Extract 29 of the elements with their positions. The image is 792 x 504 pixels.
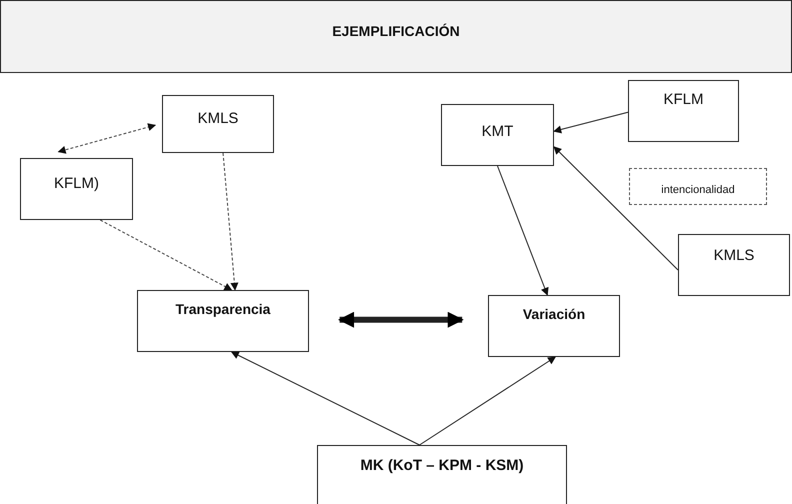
arrow — [497, 166, 549, 296]
concept-box — [162, 95, 274, 153]
concept-box — [441, 104, 554, 166]
node-label: KMT — [482, 123, 514, 140]
node-label: intencionalidad — [661, 184, 735, 196]
node-label: MK (KoT – KPM - KSM) — [360, 457, 524, 474]
arrow — [230, 352, 420, 446]
title: EJEMPLIFICACIÓN — [332, 23, 460, 39]
node-label: Variación — [522, 306, 586, 322]
dashed-arrow — [222, 152, 238, 291]
note-box — [629, 168, 767, 205]
dashed-arrow — [58, 123, 156, 154]
arrow — [553, 112, 628, 134]
concept-box — [628, 80, 739, 142]
node-label: KFLM) — [54, 175, 99, 192]
node-label: KFLM — [663, 91, 704, 108]
concept-box — [20, 158, 133, 220]
node-label: KMLS — [714, 247, 754, 264]
dashed-arrow — [100, 220, 232, 290]
concept-box — [137, 290, 309, 352]
concept-box — [317, 445, 567, 504]
node-label: Transparencia — [176, 301, 270, 317]
node-label: KMLS — [198, 110, 238, 127]
title-band — [0, 0, 792, 73]
arrow — [553, 146, 678, 270]
concept-box — [488, 295, 620, 357]
double-arrow — [338, 312, 464, 328]
concept-box — [678, 234, 790, 296]
arrow — [419, 356, 556, 446]
